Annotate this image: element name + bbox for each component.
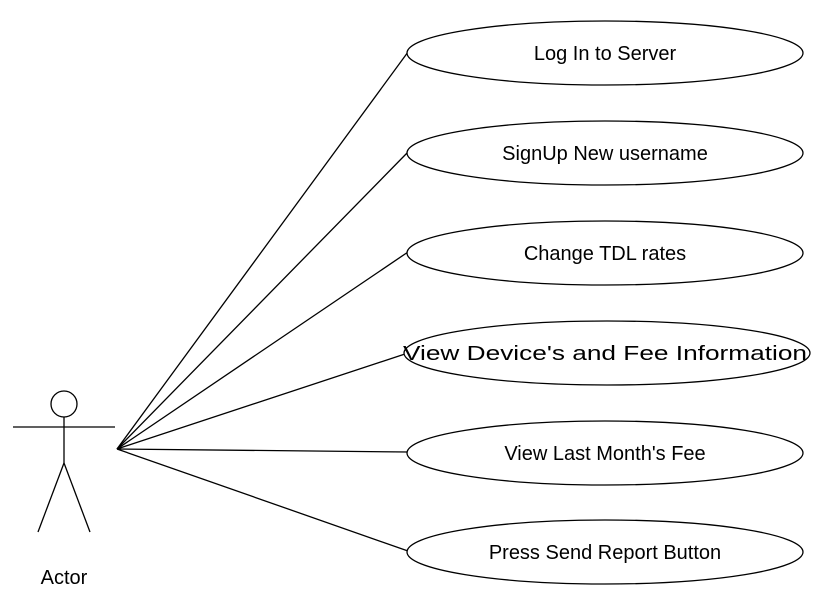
use-case-label: SignUp New username (502, 143, 708, 165)
use-case-send-report[interactable]: Press Send Report Button (406, 519, 804, 585)
use-case-ellipse (403, 320, 811, 386)
actor-left-leg (37, 462, 65, 533)
association-change-tdl (116, 251, 409, 450)
actor-head (50, 390, 78, 418)
actor[interactable]: Actor (13, 390, 115, 589)
use-case-label: Log In to Server (534, 43, 677, 65)
association-log-in (116, 51, 409, 450)
use-case-ellipse (406, 519, 804, 585)
use-case-label: Change TDL rates (524, 243, 686, 265)
use-case-ellipse (406, 120, 804, 186)
use-case-ellipse (406, 420, 804, 486)
use-case-label: View Device's and Fee Information (403, 343, 807, 365)
use-case-signup[interactable]: SignUp New username (406, 120, 804, 186)
association-signup (116, 151, 409, 450)
use-case-label: Press Send Report Button (489, 542, 721, 564)
association-send-report (116, 448, 409, 552)
association-view-device (116, 352, 409, 450)
actor-label: Actor (41, 567, 88, 589)
use-case-view-device[interactable]: View Device's and Fee Information (403, 320, 811, 386)
association-view-last-month (116, 448, 409, 453)
use-case-view-last-month[interactable]: View Last Month's Fee (406, 420, 804, 486)
use-case-ellipse (406, 220, 804, 286)
associations (116, 51, 409, 552)
use-case-change-tdl[interactable]: Change TDL rates (406, 220, 804, 286)
use-case-ellipse (406, 20, 804, 86)
actor-right-leg (63, 462, 91, 533)
use-case-label: View Last Month's Fee (504, 443, 705, 465)
use-case-log-in[interactable]: Log In to Server (406, 20, 804, 86)
